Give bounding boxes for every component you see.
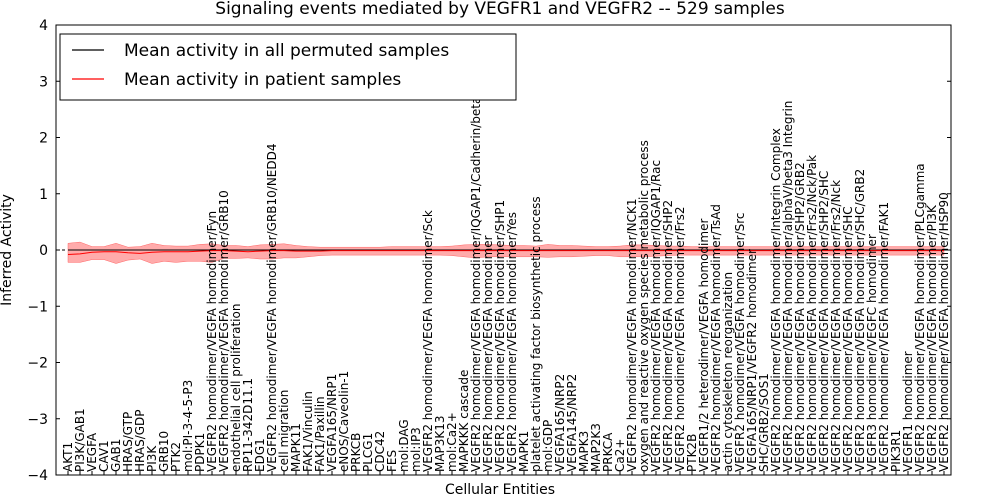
x-tick-label: FAK1/Vinculin <box>301 391 315 472</box>
x-tick-label: PDPK1 <box>193 433 207 472</box>
x-tick-label: VEGFR2 homodimer/VEGFA homodimer/alphaV/… <box>781 101 795 472</box>
x-tick-label: VEGFR2 homodimer/VEGFA homodimer/Frs2/Nc… <box>829 180 843 472</box>
x-tick-label: VEGFR2 homodimer/VEGFA homodimer/Yes <box>505 212 519 472</box>
x-tick-label: GRB10 <box>157 431 171 472</box>
series-line-patient <box>67 250 944 255</box>
x-tick-label: VEGFR2 homodimer/VEGFA homodimer/IQGAP1/… <box>649 160 663 472</box>
x-tick-label: SHC/GRB2/SOS1 <box>757 373 771 472</box>
x-tick-label: VEGFR2 homodimer/VEGFA homodimer <box>481 235 495 472</box>
x-tick-label: oxygen and reactive oxygen species metab… <box>637 140 651 472</box>
x-tick-label: HRAS/GDP <box>133 409 147 472</box>
y-tick-label: −4 <box>27 468 48 484</box>
x-tick-label: VEGFR2 homodimer/VEGFA homodimer/GRB10 <box>217 190 231 472</box>
y-tick-label: 1 <box>39 187 48 203</box>
x-tick-label: VEGFR2 homodimer/VEGFA homodimer/HSP90 <box>937 192 951 472</box>
x-tick-label: eNOS/Caveolin-1 <box>337 371 351 472</box>
x-tick-label: PI3K <box>145 445 159 472</box>
x-tick-label: FAK1/Paxillin <box>313 396 327 472</box>
chart-title: Signaling events mediated by VEGFR1 and … <box>215 0 785 19</box>
x-tick-label: VEGFR2 homodimer/VEGFA homodimer/PI3K <box>925 204 939 472</box>
y-axis: −4 −3 −2 −1 0 1 2 3 4 <box>27 18 951 484</box>
x-tick-label: mol:Ca2+ <box>445 412 459 472</box>
x-tick-label: PTK2 <box>169 442 183 472</box>
x-tick-label: VEGFR2 homodimer/VEGFA homodimer/SHP2 <box>661 200 675 472</box>
x-tick-label: VEGFR2 homodimer/VEGFA homodimer/SHP2/GR… <box>793 162 807 472</box>
y-tick-label: −1 <box>27 299 48 315</box>
x-tick-label: VEGFR2 homodimer/VEGFA homodimer/SHC/GRB… <box>853 169 867 472</box>
x-tick-label: CDC42 <box>373 431 387 472</box>
y-tick-label: 0 <box>39 243 48 259</box>
y-tick-label: 2 <box>39 131 48 147</box>
x-tick-label: VEGFR2 homodimer/VEGFA homodimer/GRB10/N… <box>265 143 279 472</box>
x-tick-label: HRAS/GTP <box>121 412 135 472</box>
x-tick-label: PLCG1 <box>361 433 375 472</box>
x-tick-label: VEGFR2 homodimer/VEGFA homodimer/Frs2 <box>673 207 687 473</box>
legend: Mean activity in all permuted samplesMea… <box>59 33 517 101</box>
y-tick-label: −3 <box>27 412 48 428</box>
x-tick-label: PRKCA <box>601 432 615 472</box>
x-tick-label: MAPK3 <box>577 431 591 472</box>
x-tick-label: Ca2+ <box>613 439 627 472</box>
x-tick-label: VEGFA165/NRP1 <box>325 374 339 472</box>
x-tick-label: mol:DAG <box>397 419 411 472</box>
y-tick-label: −2 <box>27 356 48 372</box>
x-tick-label: FES <box>385 450 399 472</box>
x-tick-label: VEGFR2 homodimer/VEGFA homodimer/Integri… <box>769 128 783 472</box>
legend-box <box>59 33 517 101</box>
y-tick-label: 3 <box>39 74 48 90</box>
x-tick-label: MAPKKK cascade <box>457 370 471 472</box>
x-tick-label: VEGFR2 homodimer/VEGFA homodimer/FAK1 <box>877 202 891 472</box>
x-tick-label: VEGFA <box>85 432 99 472</box>
x-tick-label: VEGFR2 homodimer/VEGFA homodimer/Sck <box>421 210 435 472</box>
x-axis-label: Cellular Entities <box>445 482 555 498</box>
x-tick-label: GAB1 <box>109 439 123 472</box>
x-tick-label: platelet activating factor biosynthetic … <box>529 196 543 472</box>
x-axis: AKT1PI3K/GAB1VEGFACAV1GAB1HRAS/GTPHRAS/G… <box>61 48 951 475</box>
legend-label: Mean activity in all permuted samples <box>124 41 449 61</box>
x-tick-label: VEGFR2 homodimer/VEGFA homodimer/Src <box>733 212 747 472</box>
x-tick-label: VEGFR2 homodimer/VEGFA homodimer/SHP1 <box>493 200 507 472</box>
plot-area <box>56 241 951 264</box>
x-tick-label: VEGFR2 homodimer/VEGFA homodimer/NCK1 <box>625 198 639 472</box>
x-tick-label: VEGFR2 homodimer/VEGFA homodimer/PLCgamm… <box>913 163 927 472</box>
legend-label: Mean activity in patient samples <box>124 70 401 90</box>
x-tick-label: VEGFR1 homodimer <box>901 351 915 472</box>
x-tick-label: MAPK1 <box>517 431 531 472</box>
x-tick-label: VEGFA145/NRP2 <box>565 374 579 472</box>
x-tick-label: MAP3K13 <box>433 415 447 472</box>
x-tick-label: actin cytoskeleton reorganization <box>721 272 735 472</box>
x-tick-label: MAPK11 <box>289 423 303 472</box>
x-tick-label: mol:PI-3-4-5-P3 <box>181 380 195 472</box>
x-tick-label: PIK3R1 <box>889 430 903 472</box>
y-tick-label: 4 <box>39 18 48 34</box>
x-tick-label: VEGFA165/NRP2 <box>553 374 567 472</box>
x-tick-label: CAV1 <box>97 440 111 472</box>
x-tick-label: cell migration <box>277 390 291 472</box>
x-tick-label: VEGFR3 homodimer/VEGFC homodimer <box>865 234 879 472</box>
x-tick-label: mol:GDP <box>541 420 555 472</box>
x-tick-label: VEGFR1/2 heterodimer/VEGFA homodimer <box>697 219 711 472</box>
x-tick-label: VEGFA165/NRP1/VEGFR2 homodimer <box>745 249 759 472</box>
x-tick-label: MAP2K3 <box>589 423 603 472</box>
x-tick-label: AKT1 <box>61 442 75 472</box>
x-tick-label: VEGFR2 homodimer/VEGFA homodimer/TsAd <box>709 204 723 472</box>
x-tick-label: PRKCB <box>349 433 363 472</box>
y-axis-label: Inferred Activity <box>0 194 15 306</box>
x-tick-label: PTK2B <box>685 434 699 472</box>
x-tick-label: endothelial cell proliferation <box>229 304 243 472</box>
x-tick-label: PI3K/GAB1 <box>73 408 87 472</box>
x-tick-label: VEGFR2 homodimer/VEGFA homodimer/Fyn <box>205 211 219 472</box>
x-tick-label: VEGFR2 homodimer/VEGFA homodimer/SHC <box>841 206 855 472</box>
x-tick-label: RP11-342D11.1 <box>241 378 255 472</box>
x-tick-label: VEGFR2 homodimer/VEGFA homodimer/SHP2/SH… <box>817 171 831 472</box>
patient-activity-band <box>67 241 945 264</box>
x-tick-label: VEGFR2 homodimer/VEGFA homodimer/IQGAP1/… <box>469 48 483 472</box>
x-tick-label: VEGFR2 homodimer/VEGFA homodimer/Frs2/Nc… <box>805 155 819 472</box>
x-tick-label: mol:IP3 <box>409 427 423 472</box>
x-tick-label: EDG1 <box>253 438 267 472</box>
